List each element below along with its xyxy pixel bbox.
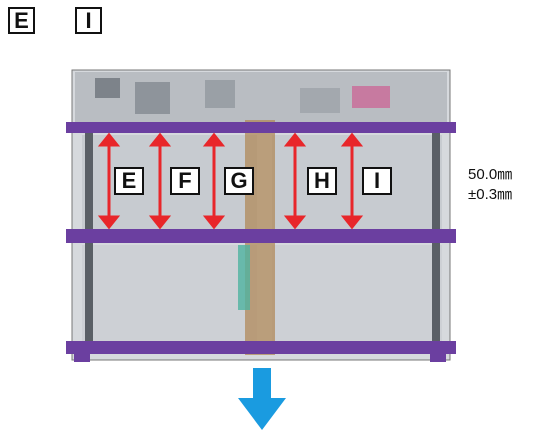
top-frame-bar: [66, 122, 456, 133]
top-mechanism: [75, 72, 447, 122]
spec-tolerance: ±0.3㎜: [468, 183, 512, 204]
left-motor: [95, 78, 120, 98]
gap-label-f: F: [170, 167, 200, 195]
flow-arrow-head: [238, 398, 286, 430]
spec-nominal: 50.0㎜: [468, 163, 512, 184]
middle-frame-bar: [66, 229, 456, 243]
gap-label-h: H: [307, 167, 337, 195]
lower-left-panel: [82, 245, 257, 343]
gear-block: [205, 80, 235, 108]
gap-label-i: I: [362, 167, 392, 195]
connector-block: [352, 86, 390, 108]
bottom-frame-bar: [66, 341, 456, 354]
right-foot: [430, 354, 446, 362]
lower-right-panel: [272, 245, 442, 343]
board-block: [300, 88, 340, 113]
gap-label-g: G: [224, 167, 254, 195]
center-sensor: [238, 245, 250, 310]
left-foot: [74, 354, 90, 362]
gap-label-e: E: [114, 167, 144, 195]
motor-block: [135, 82, 170, 114]
flow-arrow-shaft: [253, 368, 271, 400]
flow-arrow: [238, 368, 286, 430]
